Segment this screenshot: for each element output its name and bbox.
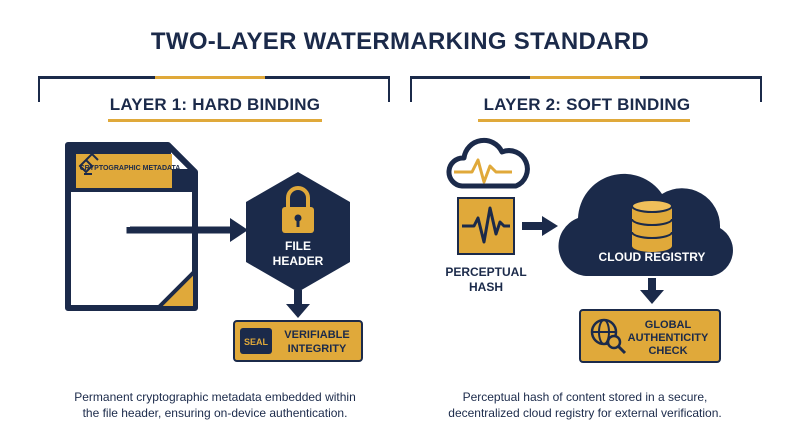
hexagon-label-line1: FILE — [285, 239, 311, 253]
verifiable-integrity-box — [233, 320, 363, 362]
lock-icon — [282, 186, 314, 233]
layer2-caption-line2: decentralized cloud registry for externa… — [448, 406, 722, 420]
hash-label-line1: PERCEPTUAL — [445, 265, 526, 279]
doc-tag-label: CRYPTOGRAPHIC METADATA — [80, 165, 181, 172]
layer2-caption: Perceptual hash of content stored in a s… — [410, 389, 760, 421]
arrow-icon — [640, 278, 664, 304]
layer1-heading-underline — [108, 119, 322, 122]
arrow-icon — [522, 216, 558, 236]
layer1-heading: LAYER 1: HARD BINDING — [109, 95, 321, 114]
cloud-label: CLOUD REGISTRY — [599, 250, 706, 264]
globe-search-icon — [590, 318, 627, 355]
hexagon-label-line2: HEADER — [273, 254, 324, 268]
layer2-heading: LAYER 2: SOFT BINDING — [483, 95, 691, 114]
layer1-caption: Permanent cryptographic metadata embedde… — [40, 389, 390, 421]
layer2-bracket-accent — [530, 76, 640, 79]
result-line2: INTEGRITY — [288, 343, 347, 355]
hash-label-line2: HASH — [469, 280, 503, 294]
layer1-caption-line2: the file header, ensuring on-device auth… — [82, 406, 348, 420]
arrow-icon — [126, 218, 248, 242]
layer1-diagram: CRYPTOGRAPHIC METADATA FILE HEADER SEAL … — [65, 142, 363, 362]
cloud-waveform-icon — [446, 137, 530, 189]
page-title: TWO-LAYER WATERMARKING STANDARD — [150, 28, 650, 55]
layer1-caption-line1: Permanent cryptographic metadata embedde… — [74, 390, 356, 404]
result-line2: AUTHENTICITY — [628, 332, 709, 344]
layer2-caption-line1: Perceptual hash of content stored in a s… — [462, 390, 708, 404]
result-line3: CHECK — [648, 345, 687, 357]
layer2-heading-underline — [478, 119, 690, 122]
layer2-diagram: PERCEPTUAL HASH CLOUD REGISTRY GLOBAL AU… — [445, 137, 733, 363]
layer1-bracket-accent — [155, 76, 265, 79]
arrow-icon — [286, 290, 310, 318]
waveform-icon — [457, 197, 515, 255]
seal-icon: SEAL — [244, 337, 269, 347]
result-line1: VERIFIABLE — [284, 329, 349, 341]
result-line1: GLOBAL — [645, 319, 692, 331]
database-icon — [631, 199, 673, 252]
